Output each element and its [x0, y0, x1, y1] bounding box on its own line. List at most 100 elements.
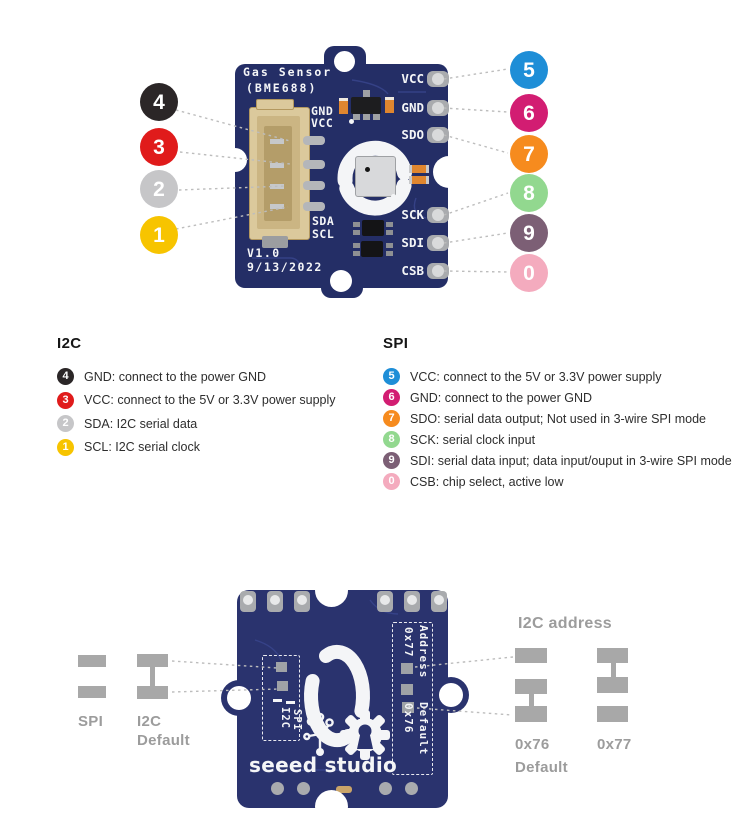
jumper-icon-i2c-pad-bottom [137, 686, 168, 699]
label-0x76-default: Default [515, 759, 568, 776]
pad-sdi [427, 235, 449, 251]
back-top-notch [315, 574, 348, 607]
grove-pin-2 [270, 163, 284, 168]
back-top-pad [240, 591, 256, 612]
back-silk-address: Address [417, 625, 430, 679]
capacitor-mid-2 [409, 176, 429, 184]
back-addr-jumper-pad-3 [402, 702, 414, 713]
front-bottom-mount-hole [330, 270, 352, 292]
pad-label-vcc: VCC [401, 71, 424, 86]
front-title-line1: Gas Sensor [243, 65, 333, 79]
silk-gnd: GND [311, 104, 334, 118]
front-top-mount-hole [334, 51, 355, 72]
legend-spi-title: SPI [383, 335, 409, 352]
silk-sda: SDA [312, 214, 335, 228]
silk-dot [349, 119, 354, 124]
jumper-icon-i2c-bridge [150, 667, 155, 686]
transistor-leg-2 [363, 114, 370, 120]
back-top-pad [404, 591, 420, 612]
legend-bullet-4: 4 [57, 368, 74, 385]
callout-4-num: 4 [153, 90, 165, 114]
callout-6: 6 [510, 94, 548, 132]
legend-bullet-9: 9 [383, 452, 400, 469]
label-spi: SPI [78, 713, 104, 730]
back-silk-spi: SPI [291, 709, 303, 731]
jumper-icon-0x76-pad-3 [515, 706, 547, 722]
legend-bullet-0: 0 [383, 473, 400, 490]
silk-scl: SCL [312, 227, 335, 241]
front-right-notch [433, 156, 465, 188]
ic-pads-left-1 [353, 222, 360, 227]
legend-bullet-8: 8 [383, 431, 400, 448]
back-silk-0x76: 0x76 [402, 703, 415, 734]
seeed-logo-text: seeed studio [249, 753, 398, 777]
callout-2-num: 2 [153, 177, 165, 201]
back-top-pad [431, 591, 447, 612]
back-right-wing-hole [439, 683, 463, 707]
pad-label-sdo: SDO [401, 127, 424, 142]
callout-9: 9 [510, 214, 548, 252]
silk-date: 9/13/2022 [247, 260, 323, 274]
back-top-pad [267, 591, 283, 612]
back-silk-default: Default [417, 702, 430, 756]
jumper-icon-0x77-pad-1 [597, 648, 628, 663]
grove-pad-4 [303, 202, 325, 211]
legend-bullet-6: 6 [383, 389, 400, 406]
callout-6-num: 6 [523, 101, 535, 125]
back-bottom-pad [379, 782, 392, 795]
callout-0: 0 [510, 254, 548, 292]
legend-text: VCC: connect to the 5V or 3.3V power sup… [410, 369, 662, 384]
grove-pad-1 [303, 136, 325, 145]
silk-vcc: VCC [311, 116, 334, 130]
grove-pin-1 [270, 139, 284, 144]
pad-sck [427, 207, 449, 223]
back-silk-i2c: I2C [279, 707, 291, 729]
callout-7: 7 [510, 135, 548, 173]
legend-i2c-title: I2C [57, 335, 82, 352]
capacitor-left [339, 98, 348, 114]
callout-4: 4 [140, 83, 178, 121]
grove-connector-latch [256, 99, 294, 110]
callout-2: 2 [140, 170, 178, 208]
legend-text: SCL: I2C serial clock [84, 440, 201, 454]
pad-sdo [427, 127, 449, 143]
callout-1: 1 [140, 216, 178, 254]
label-i2c: I2C [137, 713, 162, 730]
callout-5-num: 5 [523, 58, 535, 82]
back-mode-jumper-mark-1 [273, 699, 282, 702]
pad-label-csb: CSB [401, 263, 424, 278]
pad-label-sck: SCK [401, 207, 424, 222]
jumper-icon-spi-pad-top [78, 655, 106, 667]
pad-label-sdi: SDI [401, 235, 424, 250]
back-address-jumper-box [392, 622, 433, 775]
jumper-icon-0x76-pad-2 [515, 679, 547, 694]
back-addr-jumper-pad-1 [401, 663, 413, 674]
ic-pads-right-1 [386, 222, 393, 227]
label-i2c-address: I2C address [518, 615, 613, 632]
grove-pad-2 [303, 160, 325, 169]
jumper-icon-0x76-bridge [529, 694, 534, 706]
callout-1-num: 1 [153, 223, 165, 247]
back-left-wing-hole [227, 686, 251, 710]
grove-pin-3 [270, 184, 284, 189]
grove-connector-foot [262, 236, 288, 248]
front-left-notch [223, 148, 247, 172]
capacitor-mid-1 [409, 165, 429, 173]
back-gold-notch [336, 786, 352, 793]
back-mode-jumper-mark-2 [286, 701, 295, 704]
pad-label-gnd: GND [401, 100, 424, 115]
pad-csb [427, 263, 449, 279]
jumper-icon-spi-pad-bottom [78, 686, 106, 698]
back-addr-jumper-pad-2 [401, 684, 413, 695]
back-bottom-notch [315, 790, 348, 823]
